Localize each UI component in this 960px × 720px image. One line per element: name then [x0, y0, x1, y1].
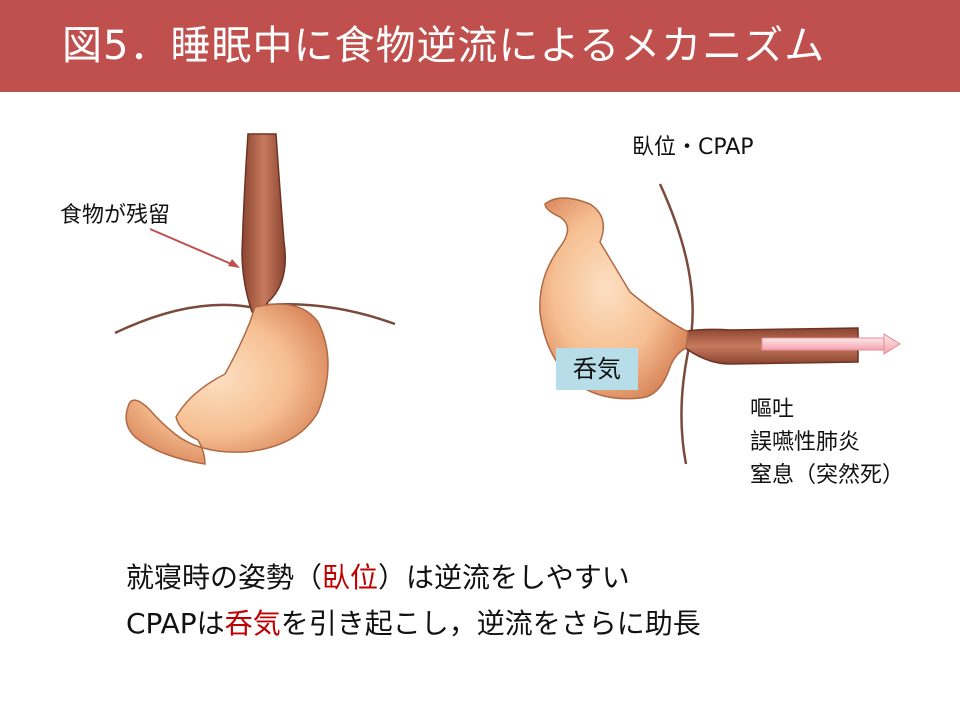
caption-text: CPAPは [126, 607, 225, 640]
caption-highlight-swallowing: 呑気 [224, 607, 281, 640]
food-pointer-arrowhead [228, 259, 240, 268]
page-title: 図5．睡眠中に食物逆流によるメカニズム [62, 23, 826, 69]
reflux-arrow-shaft [761, 337, 885, 351]
caption-text: 就寝時の姿勢（ [126, 561, 323, 594]
supine-stomach-illustration [539, 183, 901, 465]
consequence-suffocation: 窒息（突然死） [750, 463, 905, 488]
title-bar: 図5．睡眠中に食物逆流によるメカニズム [0, 0, 960, 92]
food-pointer-arrow-line [149, 228, 237, 267]
consequence-aspiration-pneumonia: 誤嚥性肺炎 [750, 430, 861, 455]
caption-highlight-supine: 臥位 [322, 561, 379, 594]
consequence-vomiting: 嘔吐 [750, 397, 795, 422]
caption-line-cpap: CPAPは呑気を引き起こし，逆流をさらに助長 [126, 606, 701, 642]
food-retention-label: 食物が残留 [60, 203, 171, 228]
caption-line-posture: 就寝時の姿勢（臥位）は逆流をしやすい [126, 560, 630, 596]
reflux-arrowhead [883, 333, 901, 355]
left-stomach [125, 303, 329, 465]
supine-cpap-label: 臥位・CPAP [632, 135, 754, 160]
upright-stomach-illustration [114, 133, 396, 465]
caption-text: ）は逆流をしやすい [378, 561, 630, 594]
air-swallowing-badge: 呑気 [556, 348, 638, 390]
left-esophagus [241, 133, 287, 313]
caption-text: を引き起こし，逆流をさらに助長 [280, 607, 701, 640]
